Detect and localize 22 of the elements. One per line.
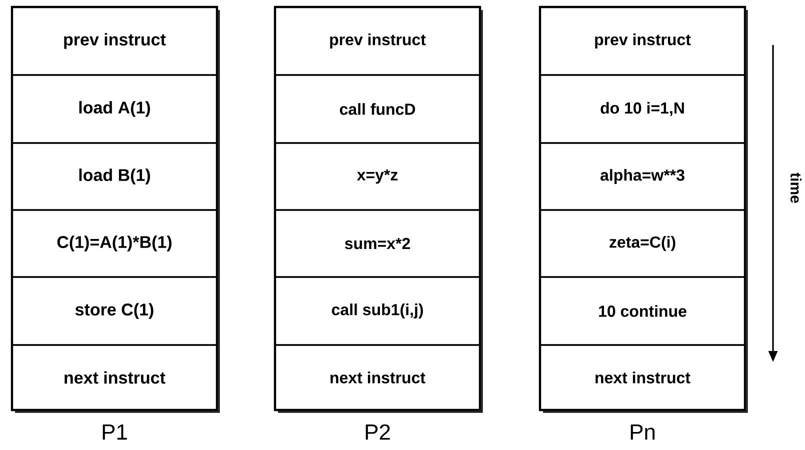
instruction-cell: 10 continue bbox=[539, 276, 746, 346]
instruction-cell: C(1)=A(1)*B(1) bbox=[11, 209, 218, 278]
column-label: Pn bbox=[630, 424, 655, 440]
instruction-cell: alpha=w**3 bbox=[539, 142, 746, 211]
instruction-cell: zeta=C(i) bbox=[539, 209, 746, 278]
instruction-cell: next instruct bbox=[539, 344, 746, 411]
instruction-cell: prev instruct bbox=[274, 6, 481, 76]
instruction-cell: load B(1) bbox=[11, 142, 218, 211]
axis-label: time bbox=[790, 172, 802, 203]
instruction-cell: x=y*z bbox=[274, 142, 481, 211]
instruction-cell: next instruct bbox=[274, 344, 481, 411]
instruction-cell: next instruct bbox=[11, 344, 218, 411]
instruction-cell: do 10 i=1,N bbox=[539, 74, 746, 144]
column-label: P1 bbox=[102, 424, 127, 440]
instruction-cell: load A(1) bbox=[11, 74, 218, 144]
instruction-cell: call funcD bbox=[274, 74, 481, 144]
instruction-cell: prev instruct bbox=[539, 6, 746, 76]
instruction-cell: store C(1) bbox=[11, 276, 218, 346]
column-label: P2 bbox=[366, 424, 390, 440]
instruction-cell: prev instruct bbox=[11, 6, 218, 76]
instruction-cell: call sub1(i,j) bbox=[274, 276, 481, 346]
instruction-cell: sum=x*2 bbox=[274, 209, 481, 278]
